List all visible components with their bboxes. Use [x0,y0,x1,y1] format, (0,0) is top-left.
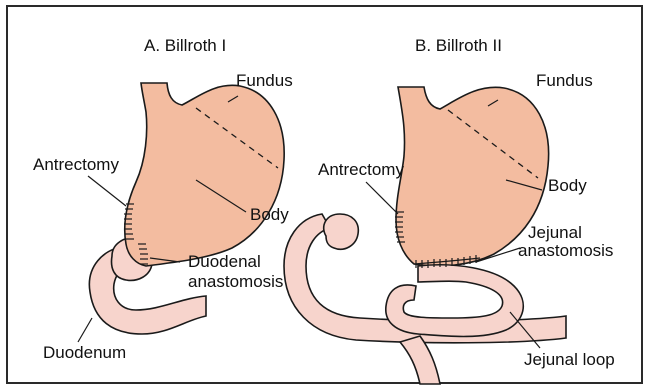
panel-a-duodenum-label: Duodenum [43,343,126,362]
panel-b-fundus-label: Fundus [536,71,593,90]
panel-b-body-label: Body [548,176,587,195]
panel-b-anastomosis-label-line2: anastomosis [518,241,613,260]
panel-a-stomach [125,83,284,266]
panel-a-title: A. Billroth I [144,36,226,55]
panel-a-antrectomy-label: Antrectomy [33,155,119,174]
panel-a-body-label: Body [250,205,289,224]
panel-b-loop-label: Jejunal loop [524,350,615,369]
panel-b-drawing [284,87,566,384]
panel-b-afferent-end [324,214,359,249]
panel-b-title: B. Billroth II [415,36,502,55]
panel-a-fundus-label: Fundus [236,71,293,90]
panel-a-anastomosis-label-line1: Duodenal [188,252,261,271]
panel-b-anastomosis-label-line1: Jejunal [528,223,582,242]
panel-b-jejunal-loop [386,265,523,337]
panel-b-stomach [396,87,549,266]
panel-a-anastomosis-label-line2: anastomosis [188,272,283,291]
panel-b-antrectomy-label: Antrectomy [318,160,404,179]
